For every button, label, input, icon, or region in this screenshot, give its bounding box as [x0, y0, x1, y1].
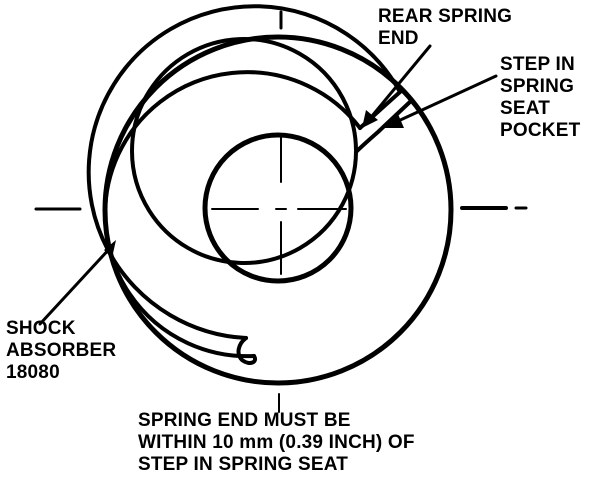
- label-rear-spring-end-line2: END: [378, 28, 419, 49]
- label-step-line1: STEP IN: [500, 54, 575, 75]
- label-rear-spring-end: REAR SPRING END: [378, 6, 512, 50]
- installation-note: SPRING END MUST BE WITHIN 10 mm (0.39 IN…: [138, 410, 415, 476]
- spring-coil-inner-strand: [103, 70, 362, 359]
- leader-rear-spring-end: [370, 44, 432, 118]
- label-shock-part-number: 18080: [6, 362, 60, 383]
- arrowhead-rear-spring-end: [362, 110, 378, 128]
- front-spring-end: [236, 336, 257, 365]
- leader-step-in-seat-pocket: [394, 74, 498, 124]
- leader-shock-absorber: [38, 244, 114, 326]
- label-step-line2: SPRING: [500, 76, 575, 97]
- label-shock-line1: SHOCK: [6, 318, 76, 339]
- spring-coil-outer-strand: [86, 4, 402, 340]
- arrowhead-shock-absorber: [104, 240, 116, 258]
- inner-seat-ring: [130, 37, 358, 265]
- arrowhead-step-in-seat-pocket: [384, 114, 404, 128]
- label-step-in-spring-seat-pocket: STEP IN SPRING SEAT POCKET: [500, 54, 580, 142]
- label-shock-absorber: SHOCK ABSORBER 18080: [6, 318, 116, 384]
- installation-note-line2: WITHIN 10 mm (0.39 INCH) OF: [138, 432, 415, 453]
- label-step-line3: SEAT: [500, 98, 551, 119]
- label-step-line4: POCKET: [500, 120, 581, 141]
- label-shock-line2: ABSORBER: [6, 340, 117, 361]
- installation-note-line3: STEP IN SPRING SEAT: [138, 454, 349, 475]
- shock-absorber-circle: [202, 132, 354, 284]
- installation-note-line1: SPRING END MUST BE: [138, 410, 351, 431]
- label-rear-spring-end-line1: REAR SPRING: [378, 6, 513, 27]
